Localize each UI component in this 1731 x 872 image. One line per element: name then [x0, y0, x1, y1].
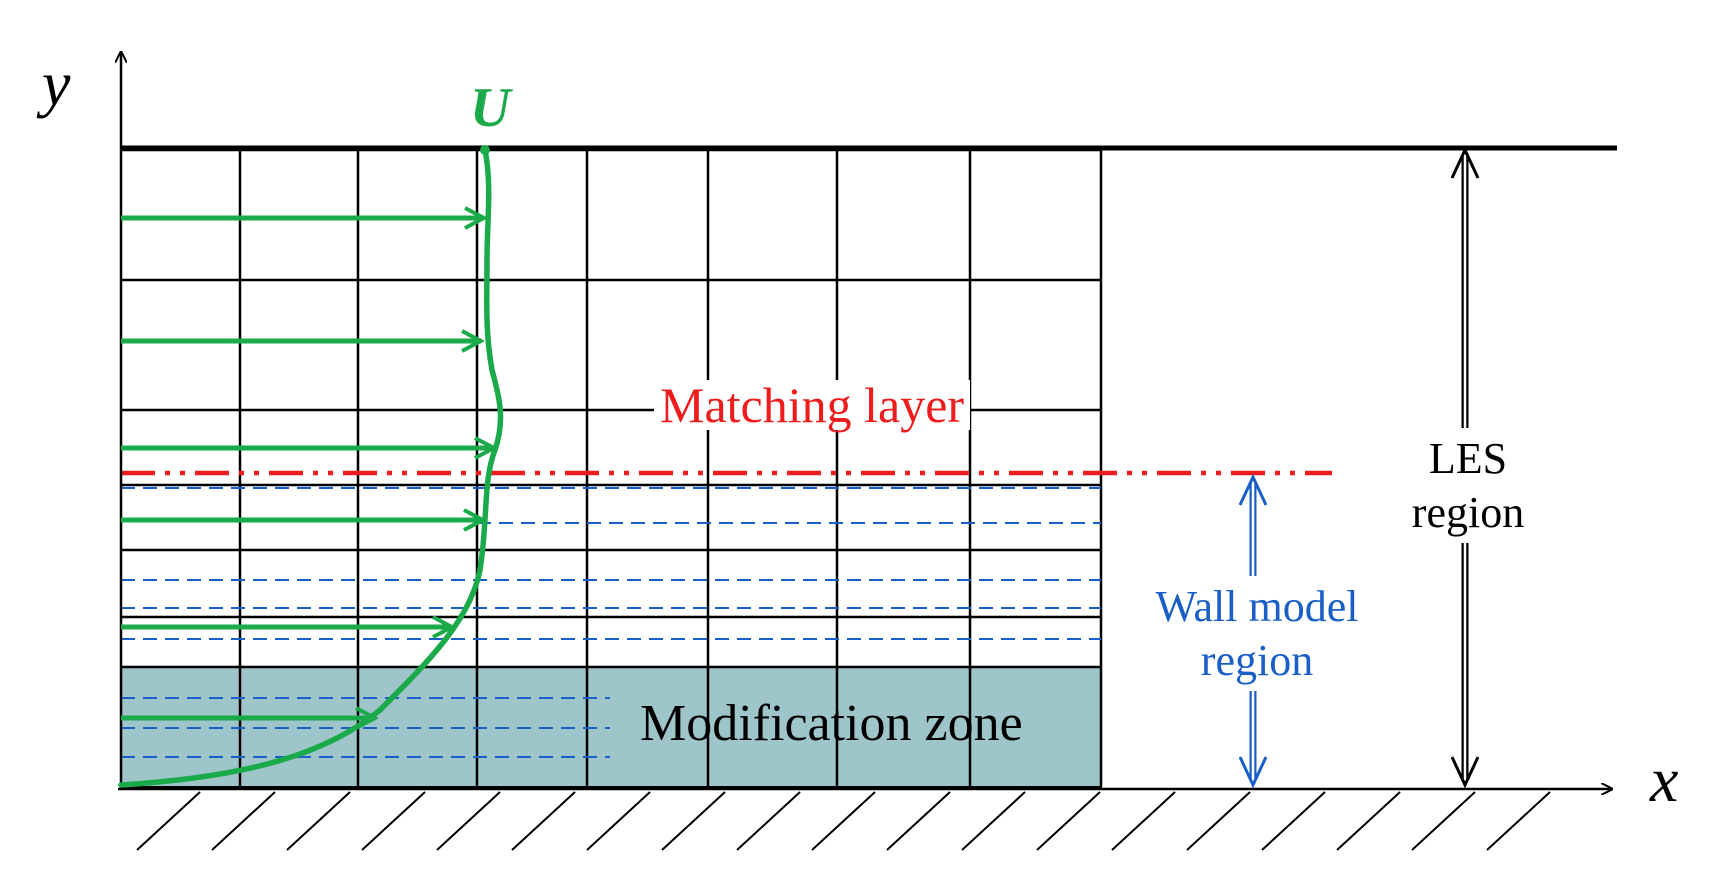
les-region-label-line1: LES — [1428, 434, 1508, 483]
velocity-profile-curve — [118, 147, 504, 788]
velocity-profile-tip — [480, 145, 490, 155]
modification-zone-label: Modification zone — [640, 695, 1023, 752]
matching-layer-label: Matching layer — [654, 380, 971, 430]
hatched-wall-icon — [136, 791, 1551, 851]
y-axis-label: y — [42, 48, 71, 119]
velocity-label: U — [470, 77, 511, 139]
velocity-arrows — [121, 218, 494, 718]
x-axis-label: x — [1650, 744, 1679, 815]
les-region-label: LES region — [1397, 428, 1539, 544]
wall-model-region-label-line1: Wall model — [1155, 582, 1359, 631]
wall-model-dashed-lines — [121, 487, 1101, 758]
wall-model-region-label: Wall model region — [1133, 576, 1381, 692]
les-region-label-line2: region — [1411, 487, 1525, 537]
wall-model-region-label-line2: region — [1200, 635, 1314, 685]
